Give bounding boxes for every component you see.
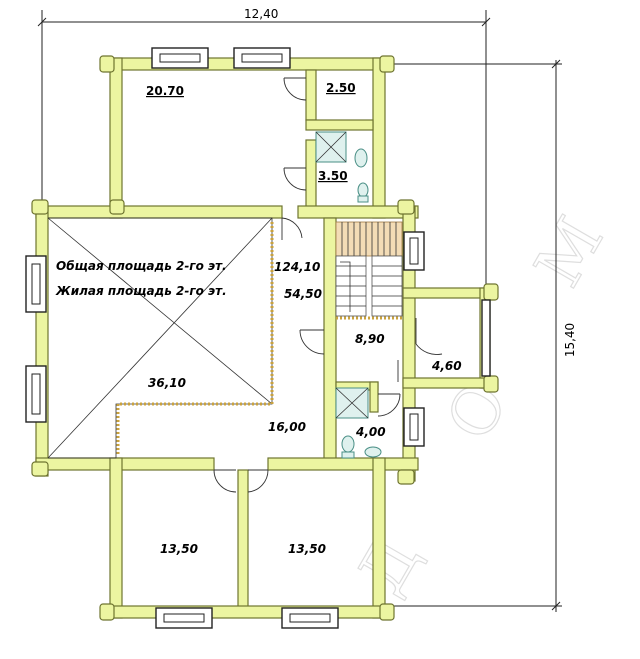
width-dimension-label: 12,40 bbox=[244, 7, 278, 21]
room-area-hall: 8,90 bbox=[355, 332, 385, 346]
room-area-bedroom-bottom-left: 13,50 bbox=[160, 542, 198, 556]
height-dimension-label: 15,40 bbox=[563, 323, 577, 357]
second-light-void bbox=[47, 217, 274, 459]
plumbing-fixtures bbox=[315, 131, 382, 459]
log-ends bbox=[31, 55, 499, 621]
room-area-bathroom-bottom: 4,00 bbox=[355, 425, 386, 439]
living-area-value: 54,50 bbox=[284, 287, 322, 301]
doors bbox=[213, 77, 443, 493]
room-area-void: 36,10 bbox=[148, 376, 186, 390]
windows bbox=[25, 47, 491, 629]
total-area-label: Общая площадь 2-го эт. bbox=[56, 259, 227, 273]
total-area-value: 124,10 bbox=[274, 260, 320, 274]
room-area-balcony: 4,60 bbox=[431, 359, 462, 373]
area-summary: Общая площадь 2-го эт. Жилая площадь 2-г… bbox=[55, 259, 322, 301]
room-area-closet: 2.50 bbox=[326, 81, 356, 95]
staircase bbox=[335, 221, 403, 320]
room-area-bedroom-bottom-right: 13,50 bbox=[288, 542, 326, 556]
dimension-lines bbox=[37, 10, 562, 612]
room-area-bathroom-top: 3.50 bbox=[318, 169, 348, 183]
room-area-bedroom-top: 20.70 bbox=[146, 84, 184, 98]
room-area-corridor: 16,00 bbox=[268, 420, 306, 434]
room-labels: 20.70 2.50 3.50 36,10 8,90 4,60 16,00 4,… bbox=[146, 81, 462, 556]
living-area-label: Жилая площадь 2-го эт. bbox=[55, 284, 227, 298]
log-walls bbox=[35, 57, 492, 619]
